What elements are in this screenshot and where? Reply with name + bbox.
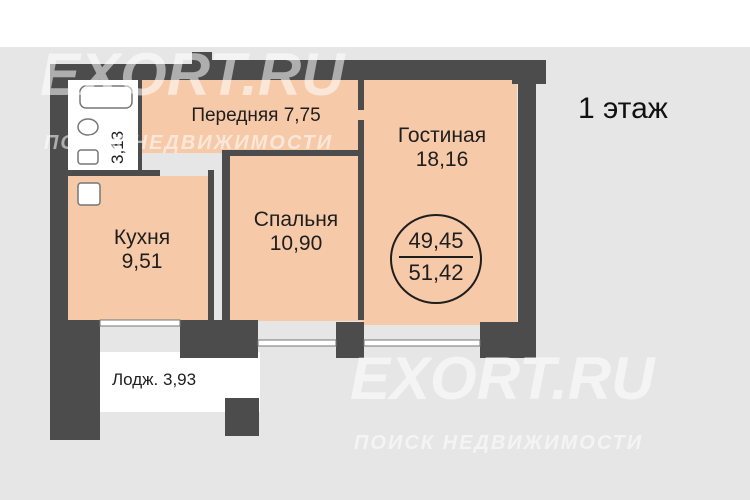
- bathroom-area-value: 3,13: [108, 130, 127, 164]
- living-room-label: Гостиная 18,16: [372, 124, 512, 172]
- hall-label: Передняя 7,75: [176, 104, 336, 128]
- bedroom-name: Спальня: [253, 208, 339, 231]
- kitchen-area: 9,51: [121, 250, 163, 273]
- area-box: 49,45 51,42: [393, 218, 479, 300]
- bedroom-fill: [230, 153, 362, 321]
- area-divider: [399, 256, 473, 258]
- living-area-total: 49,45: [408, 228, 464, 253]
- living-room-fill: [362, 80, 517, 325]
- loggia-label: Лодж. 3,93: [112, 370, 196, 390]
- bedroom-area: 10,90: [269, 232, 323, 255]
- living-room-name: Гостиная: [397, 124, 487, 147]
- loggia-area: 3,93: [163, 370, 197, 389]
- bedroom-label: Спальня 10,90: [232, 208, 360, 256]
- living-room-area: 18,16: [415, 148, 469, 171]
- area-ellipse: [390, 214, 482, 304]
- kitchen-name: Кухня: [113, 226, 171, 249]
- windows: [99, 319, 481, 347]
- hall-fill: [140, 80, 362, 153]
- bath-fixtures: [77, 85, 133, 206]
- kitchen-label: Кухня 9,51: [76, 226, 208, 274]
- hall-name: Передняя: [191, 105, 279, 126]
- bathroom-area: 3,13: [108, 131, 128, 164]
- walls: [50, 52, 546, 440]
- floor-label: 1 этаж: [578, 92, 668, 125]
- hall-area: 7,75: [283, 105, 321, 126]
- loggia-name: Лодж.: [112, 370, 159, 389]
- total-area: 51,42: [408, 260, 464, 285]
